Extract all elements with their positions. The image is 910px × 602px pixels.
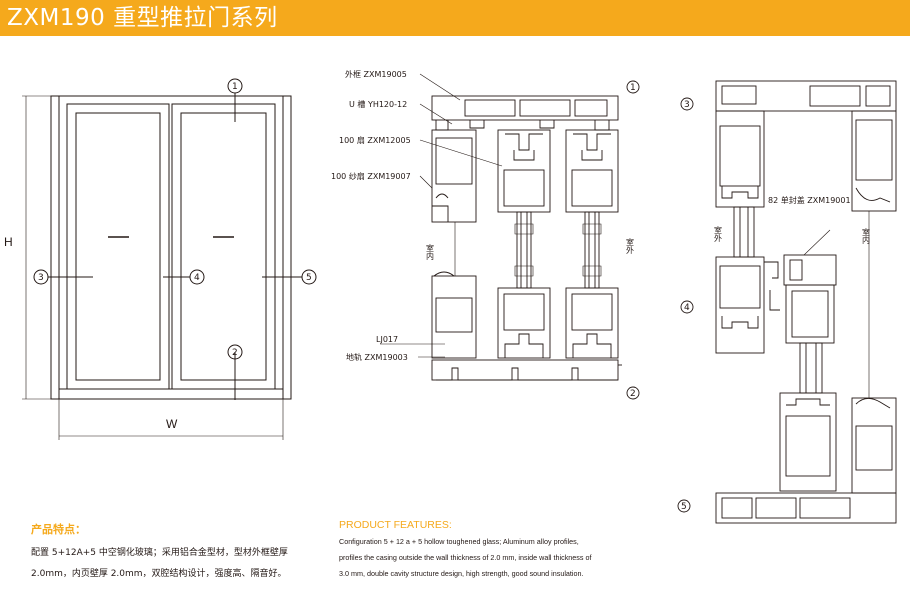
label-sash: 100 扇 ZXM12005 — [339, 135, 411, 145]
section-3-4-5 — [677, 80, 897, 524]
label-track: 地轨 ZXM19003 — [346, 352, 408, 362]
label-outdoor-2: 室外 — [714, 225, 723, 243]
product-features-en: PRODUCT FEATURES: Configuration 5 + 12 a… — [339, 519, 639, 585]
label-lj: LJ017 — [376, 335, 398, 344]
features-en-line-2: profiles the casing outside the wall thi… — [339, 553, 592, 562]
marker-5: 5 — [306, 273, 312, 283]
features-zh-line-2: 2.0mm，内页壁厚 2.0mm，双腔结构设计，强度高、隔音好。 — [31, 569, 287, 579]
features-zh-title: 产品特点： — [31, 523, 86, 536]
section-marker-5: 5 — [681, 502, 687, 512]
section-marker-1: 1 — [630, 83, 636, 93]
label-screen-sash: 100 纱扇 ZXM19007 — [331, 171, 411, 181]
features-en-title: PRODUCT FEATURES: — [339, 519, 452, 531]
page-title: ZXM190 重型推拉门系列 — [7, 5, 278, 31]
section-marker-3: 3 — [684, 100, 690, 110]
features-en-line-1: Configuration 5 + 12 a + 5 hollow toughe… — [339, 537, 579, 546]
label-single-cover: 82 单封盖 ZXM19001 — [768, 195, 851, 205]
product-features-zh: 产品特点： 配置 5+12A+5 中空钢化玻璃；采用铝合金型材，型材外框壁厚 2… — [31, 521, 331, 588]
marker-1: 1 — [232, 82, 238, 92]
section-marker-2: 2 — [630, 389, 636, 399]
features-zh-line-1: 配置 5+12A+5 中空钢化玻璃；采用铝合金型材，型材外框壁厚 — [31, 548, 288, 558]
marker-2: 2 — [232, 348, 238, 358]
title-banner: ZXM190 重型推拉门系列 — [0, 0, 910, 36]
label-indoor-2: 室内 — [862, 227, 871, 245]
label-indoor-1: 室内 — [426, 243, 435, 261]
label-outer-frame: 外框 ZXM19005 — [345, 69, 407, 79]
features-en-line-3: 3.0 mm, double cavity structure design, … — [339, 569, 584, 578]
height-label: H — [4, 235, 13, 249]
marker-3: 3 — [38, 273, 44, 283]
marker-4: 4 — [194, 273, 200, 283]
label-u-channel: U 槽 YH120-12 — [349, 99, 407, 109]
door-elevation — [22, 78, 317, 440]
section-marker-4: 4 — [684, 303, 690, 313]
label-outdoor-1: 室外 — [626, 237, 635, 255]
width-label: W — [166, 417, 178, 431]
section-1-2 — [380, 73, 640, 400]
